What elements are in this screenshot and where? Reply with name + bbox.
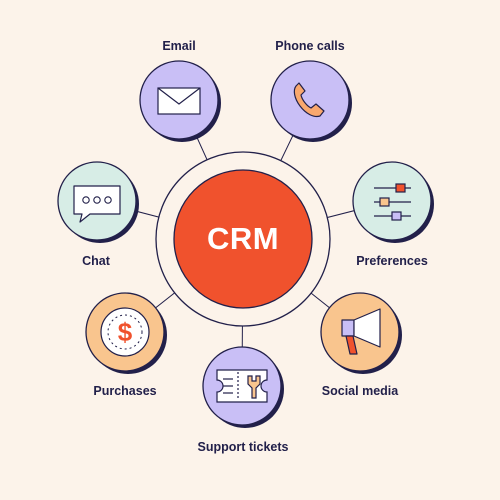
label-social-media: Social media: [321, 384, 399, 398]
node-chat: [57, 161, 139, 243]
node-support-tickets: [202, 346, 284, 428]
label-phone-calls: Phone calls: [275, 39, 345, 53]
node-purchases: $: [85, 292, 167, 374]
chat-bubble-icon: [73, 185, 121, 223]
sliders-icon: [374, 183, 411, 221]
node-email: [139, 60, 221, 142]
node-phone-calls: [270, 60, 352, 142]
phone-icon: [293, 82, 325, 118]
label-preferences: Preferences: [356, 254, 428, 268]
label-purchases: Purchases: [93, 384, 157, 398]
node-preferences: [352, 161, 434, 243]
megaphone-icon: [341, 308, 381, 355]
crm-center-circle: [173, 169, 313, 309]
label-email: Email: [162, 39, 196, 53]
crm-center-label: CRM: [206, 221, 280, 256]
label-chat: Chat: [82, 254, 110, 268]
ticket-wrench-icon: [216, 369, 268, 403]
node-social-media: [320, 292, 402, 374]
dollar-coin-icon: $: [100, 307, 150, 357]
label-support-tickets: Support tickets: [197, 440, 289, 454]
envelope-icon: [157, 87, 201, 115]
svg-text:$: $: [118, 317, 133, 347]
